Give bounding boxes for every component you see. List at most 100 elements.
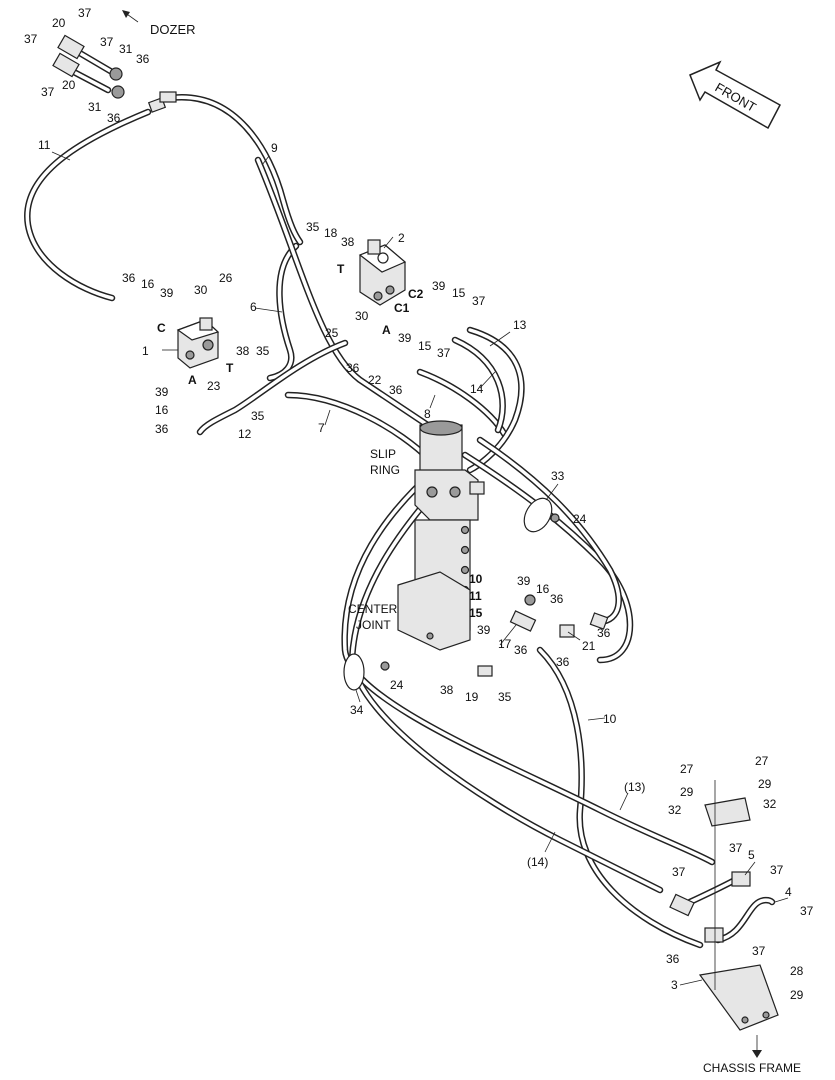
slip-ring-label-1: SLIP — [370, 447, 396, 461]
callout-15: 15 — [418, 339, 432, 353]
control-valve-2 — [358, 239, 407, 306]
center-joint-fittings — [477, 594, 609, 677]
dozer-label: DOZER — [150, 22, 196, 37]
callout-37: 37 — [24, 32, 38, 46]
callout-26: 26 — [219, 271, 233, 285]
callout-36: 36 — [597, 626, 611, 640]
callout-5: 5 — [748, 848, 755, 862]
callout-34: 34 — [350, 703, 364, 717]
port-c2: C2 — [408, 287, 424, 301]
callout-35: 35 — [251, 409, 265, 423]
port-a-upper: A — [382, 323, 391, 337]
callout-36: 36 — [346, 361, 360, 375]
callout-16: 16 — [536, 582, 550, 596]
callout-10: 10 — [603, 712, 617, 726]
hose-7 — [284, 391, 434, 464]
dozer-arrow-icon — [122, 10, 139, 23]
callout-39: 39 — [477, 623, 491, 637]
port-t-lower: T — [226, 361, 234, 375]
callout-32: 32 — [668, 803, 682, 817]
callout-37: 37 — [41, 85, 55, 99]
callout-7: 7 — [318, 421, 325, 435]
port-c1: C1 — [394, 301, 410, 315]
callout-35: 35 — [306, 220, 320, 234]
callout-cj-10: 10 — [469, 572, 483, 586]
callout-36: 36 — [556, 655, 570, 669]
callout-38: 38 — [440, 683, 454, 697]
chassis-arrow-icon — [752, 1035, 762, 1058]
callout-27: 27 — [755, 754, 769, 768]
callout-39: 39 — [517, 574, 531, 588]
callout-22: 22 — [368, 373, 382, 387]
callout-35: 35 — [498, 690, 512, 704]
callout-14: 14 — [470, 382, 484, 396]
callout-1: 1 — [142, 344, 149, 358]
callout-19: 19 — [465, 690, 479, 704]
callout-30: 30 — [194, 283, 208, 297]
callout-16: 16 — [141, 277, 155, 291]
callout-36: 36 — [666, 952, 680, 966]
callout-9: 9 — [271, 141, 278, 155]
callout-37: 37 — [100, 35, 114, 49]
port-a-lower: A — [188, 373, 197, 387]
center-joint-label-2: JOINT — [356, 618, 391, 632]
hose-clamp-34 — [343, 653, 390, 691]
callout-4: 4 — [785, 885, 792, 899]
callout-3: 3 — [671, 978, 678, 992]
callout-37: 37 — [437, 346, 451, 360]
callout-36: 36 — [107, 111, 121, 125]
callout-32: 32 — [763, 797, 777, 811]
callout-27: 27 — [680, 762, 694, 776]
callout-31: 31 — [119, 42, 133, 56]
callout-11: 11 — [38, 138, 51, 152]
callout-29: 29 — [790, 988, 804, 1002]
hose-group — [24, 48, 776, 949]
callout-39: 39 — [155, 385, 169, 399]
chassis-frame-label: CHASSIS FRAME — [703, 1061, 801, 1075]
callout-cj-15: 15 — [469, 606, 483, 620]
callout-28: 28 — [790, 964, 804, 978]
callout-36: 36 — [514, 643, 528, 657]
callout-23: 23 — [207, 379, 221, 393]
callout-15: 15 — [452, 286, 466, 300]
callout-36: 36 — [155, 422, 169, 436]
callout-21: 21 — [582, 639, 596, 653]
callout-30: 30 — [355, 309, 369, 323]
callout-35: 35 — [256, 344, 270, 358]
callout-25: 25 — [325, 326, 339, 340]
callout-29: 29 — [758, 777, 772, 791]
callout-31: 31 — [88, 100, 102, 114]
callout-24: 24 — [573, 512, 587, 526]
callout-2: 2 — [398, 231, 405, 245]
callout-17: 17 — [498, 637, 512, 651]
callout-37: 37 — [672, 865, 686, 879]
control-valve-1 — [176, 317, 220, 369]
callout-12: 12 — [238, 427, 252, 441]
port-t-upper: T — [337, 262, 345, 276]
callout-36: 36 — [122, 271, 136, 285]
callout-8: 8 — [424, 407, 431, 421]
chassis-bracket-3 — [669, 780, 779, 1031]
callout-38: 38 — [236, 344, 250, 358]
center-joint-assembly — [397, 420, 485, 651]
callout-6: 6 — [250, 300, 257, 314]
leader-lines — [51, 151, 789, 986]
callout-36: 36 — [389, 383, 403, 397]
callout-37: 37 — [752, 944, 766, 958]
callout-37: 37 — [770, 863, 784, 877]
callout-13-paren: (13) — [624, 780, 645, 794]
callout-39: 39 — [160, 286, 174, 300]
callout-37: 37 — [729, 841, 743, 855]
port-c: C — [157, 321, 166, 335]
center-joint-label-1: CENTER — [348, 602, 398, 616]
callout-39: 39 — [432, 279, 446, 293]
callout-36: 36 — [136, 52, 150, 66]
part-callouts: 37 20 37 37 31 36 20 37 31 36 11 9 35 18… — [24, 6, 814, 1002]
callout-36: 36 — [550, 592, 564, 606]
slip-ring-label-2: RING — [370, 463, 400, 477]
callout-39: 39 — [398, 331, 412, 345]
hose-clamp-33 — [523, 497, 560, 533]
callout-20: 20 — [62, 78, 76, 92]
callout-18: 18 — [324, 226, 338, 240]
